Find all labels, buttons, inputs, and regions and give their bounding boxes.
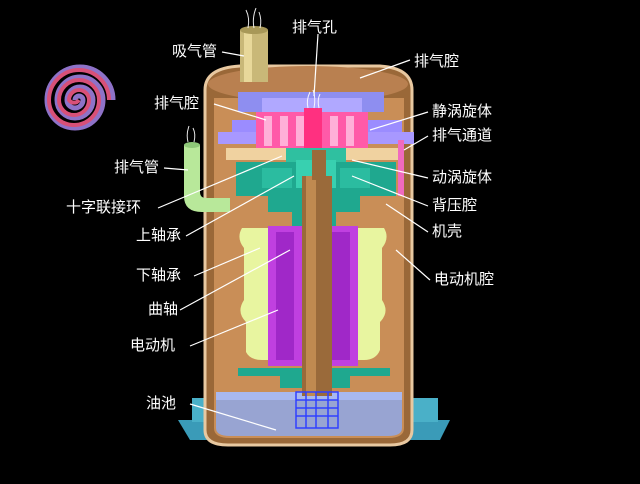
label-discharge-pipe: 排气管 [114,158,160,176]
top-discharge-chamber [238,92,384,116]
motor-stator [239,228,387,360]
suction-pipe [240,7,268,82]
fixed-scroll [218,108,414,148]
label-fixed-scroll: 静涡旋体 [432,102,493,120]
label-upper-bearing: 上轴承 [136,226,182,244]
label-discharge-chamber-left: 排气腔 [154,94,200,112]
label-discharge-hole: 排气孔 [292,18,338,36]
label-orbiting-scroll: 动涡旋体 [432,168,493,186]
label-crankshaft: 曲轴 [148,300,179,318]
label-discharge-chamber-top: 排气腔 [414,52,460,70]
oil-sump [216,392,402,436]
label-housing: 机壳 [432,222,463,240]
leader-lines [157,33,431,431]
label-lower-bearing: 下轴承 [136,266,182,284]
label-oil-sump: 油池 [146,394,177,412]
label-discharge-passage: 排气通道 [432,126,493,144]
crankshaft [302,150,332,396]
label-oldham-ring: 十字联接环 [66,198,142,216]
label-motor-chamber: 电动机腔 [434,270,495,288]
label-back-pressure-chamber: 背压腔 [432,196,478,214]
oil-pickup-cage [295,391,339,429]
discharge-pipe [184,125,230,212]
discharge-passage [398,140,404,196]
spiral-icon [44,64,116,131]
discharge-wisps [306,89,321,109]
label-motor: 电动机 [130,336,176,354]
label-suction-pipe: 吸气管 [172,42,218,60]
